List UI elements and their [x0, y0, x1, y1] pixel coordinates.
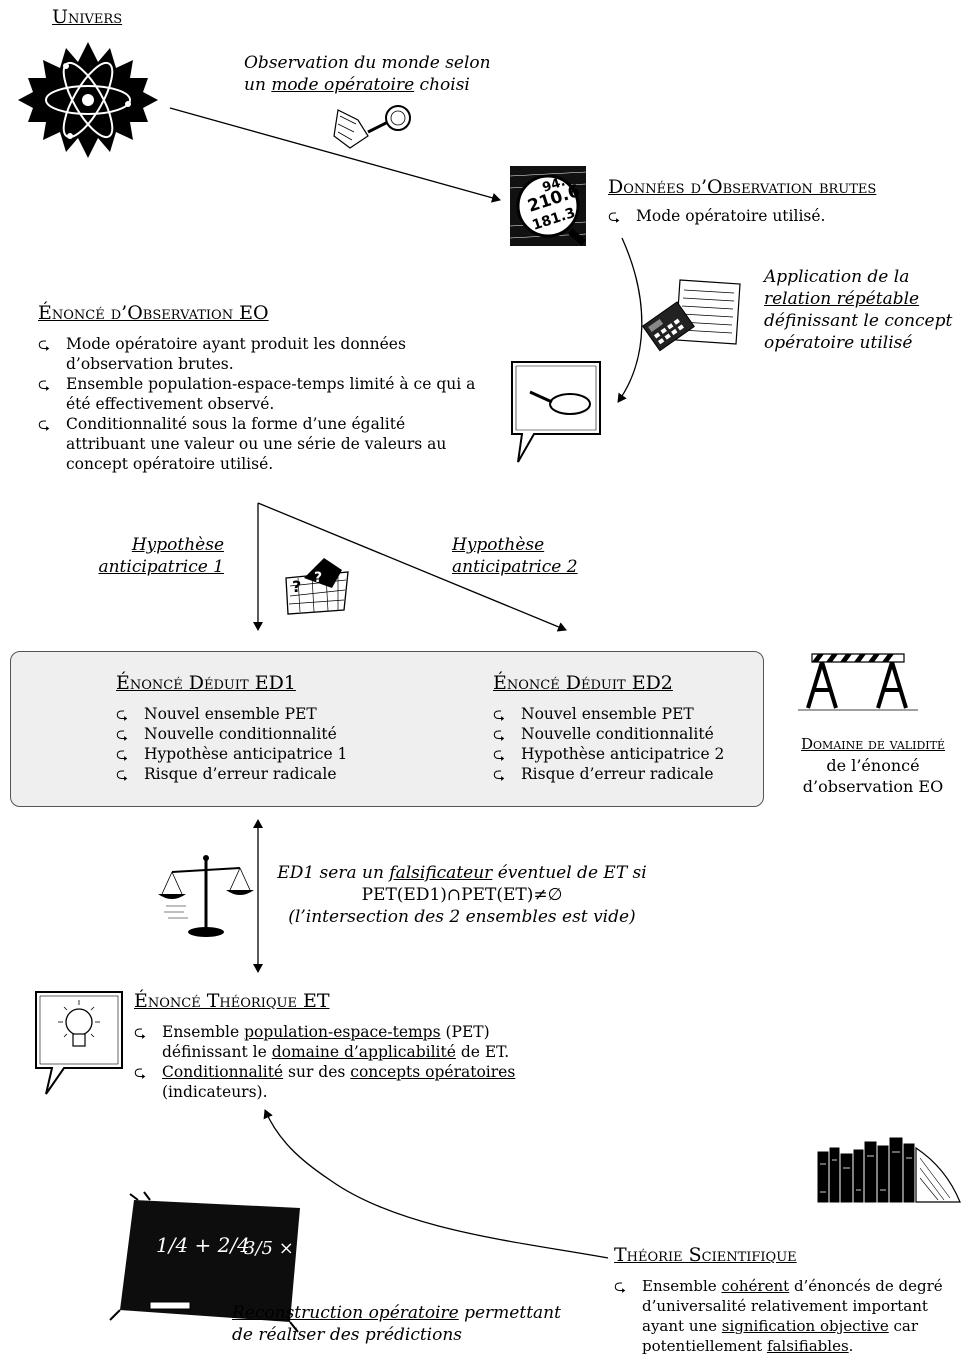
theorie-item: Ensemble cohérent d’énoncés de degré d’u…	[614, 1276, 966, 1356]
arrow-univers-donnees	[169, 107, 501, 203]
reconstruction-caption: Reconstruction opératoire permettant de …	[232, 1303, 561, 1345]
eo-item: Mode opératoire ayant produit les donnée…	[38, 334, 478, 374]
univers-title: Univers	[52, 6, 123, 28]
raw-number-1: 94.	[541, 174, 568, 195]
blackboard-fraction-text: 1/4 + 2/4	[156, 1233, 250, 1257]
hypothesis-2-label: Hypothèse anticipatrice 2	[452, 535, 578, 577]
ed1-title: Énoncé Déduit ED1	[116, 672, 296, 694]
ed2-list: Nouvel ensemble PET Nouvelle conditionna…	[493, 704, 755, 784]
hand-magnifier-icon	[333, 105, 411, 149]
eo-item: Conditionnalité sous la forme d’une égal…	[38, 414, 478, 474]
eo-list: Mode opératoire ayant produit les donnée…	[38, 334, 478, 474]
eo-bubble-icon	[511, 361, 601, 463]
et-title: Énoncé Théorique ET	[134, 990, 330, 1012]
falsificateur-text: ED1 sera un falsificateur éventuel de ET…	[277, 863, 647, 927]
hypothesis-1-label: Hypothèse anticipatrice 1	[98, 535, 224, 577]
ed2-title: Énoncé Déduit ED2	[493, 672, 673, 694]
theorie-section: Théorie Scientifique Ensemble cohérent d…	[614, 1244, 966, 1356]
raw-data-magnifier-icon: 94. 210.6 181.3	[509, 166, 587, 246]
et-section: Énoncé Théorique ET Ensemble population-…	[134, 990, 554, 1102]
donnees-list: Mode opératoire utilisé.	[608, 206, 963, 226]
ed1-item: Nouvel ensemble PET	[116, 704, 386, 724]
et-item: Ensemble population-espace-temps (PET) d…	[134, 1022, 554, 1062]
svg-text:?: ?	[314, 570, 322, 586]
barrier-icon	[798, 653, 918, 711]
basket-question-icon: ? ?	[285, 558, 349, 615]
theorie-title: Théorie Scientifique	[614, 1244, 797, 1266]
ed2-section: Énoncé Déduit ED2 Nouvel ensemble PET No…	[493, 672, 755, 784]
ed1-item: Nouvelle conditionnalité	[116, 724, 386, 744]
donnees-item: Mode opératoire utilisé.	[608, 206, 963, 226]
atom-icon	[18, 42, 158, 158]
ed1-list: Nouvel ensemble PET Nouvelle conditionna…	[116, 704, 386, 784]
ed1-item: Risque d’erreur radicale	[116, 764, 386, 784]
observation-caption: Observation du monde selon un mode opéra…	[244, 53, 491, 95]
eo-item: Ensemble population-espace-temps limité …	[38, 374, 478, 414]
blackboard-icon: 1/4 + 2/4 3/5 ×	[109, 1191, 300, 1333]
scales-icon	[158, 855, 254, 937]
books-icon	[817, 1137, 961, 1203]
ed1-item: Hypothèse anticipatrice 1	[116, 744, 386, 764]
ed2-item: Risque d’erreur radicale	[493, 764, 755, 784]
svg-text:?: ?	[292, 577, 301, 596]
donnees-title: Données d’Observation brutes	[608, 176, 877, 198]
arrow-theorie-et	[263, 1109, 609, 1259]
domaine-validite: Domaine de validité de l’énoncé d’observ…	[801, 735, 945, 796]
et-item: Conditionnalité sur des concepts opérato…	[134, 1062, 554, 1102]
donnees-section: Données d’Observation brutes Mode opérat…	[608, 176, 963, 226]
theorie-list: Ensemble cohérent d’énoncés de degré d’u…	[614, 1276, 966, 1356]
et-list: Ensemble population-espace-temps (PET) d…	[134, 1022, 554, 1102]
arrow-hyp2-line	[257, 502, 567, 632]
ed2-item: Nouvelle conditionnalité	[493, 724, 755, 744]
ed2-item: Hypothèse anticipatrice 2	[493, 744, 755, 764]
application-caption: Application de la relation répétable déf…	[764, 267, 953, 353]
eo-title: Énoncé d’Observation EO	[38, 302, 269, 324]
eo-section: Énoncé d’Observation EO Mode opératoire …	[38, 302, 478, 474]
arrow-donnees-eo	[617, 237, 643, 403]
blackboard-fraction-text-2: 3/5 ×	[244, 1238, 294, 1259]
calculator-icon	[641, 279, 741, 352]
ed1-section: Énoncé Déduit ED1 Nouvel ensemble PET No…	[116, 672, 386, 784]
ed2-item: Nouvel ensemble PET	[493, 704, 755, 724]
et-lightbulb-bubble-icon	[35, 991, 123, 1095]
